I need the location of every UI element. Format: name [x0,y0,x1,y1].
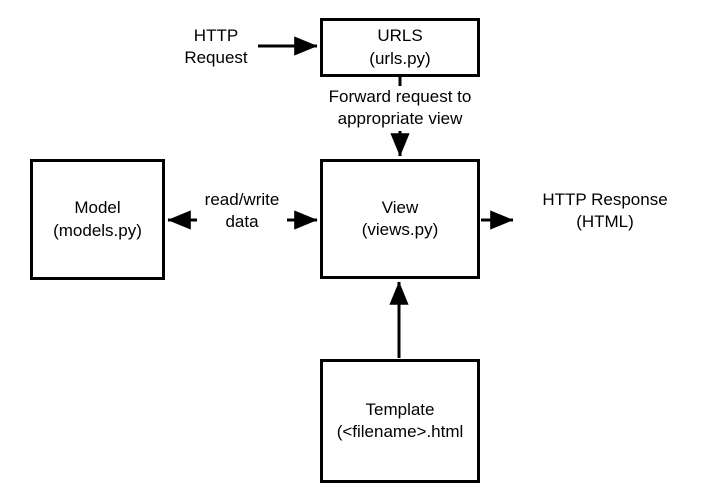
label-http-response-line1: HTTP Response [542,190,668,209]
node-model-subtitle: (models.py) [53,220,142,240]
node-view-subtitle: (views.py) [361,220,439,239]
label-http-response: HTTP Response (HTML) [520,189,690,234]
label-read-write-data-line2: data [225,212,259,232]
label-forward-request-line1: Forward request to [328,87,472,106]
node-view-title: View [381,197,419,217]
node-urls[interactable]: URLS (urls.py) [320,18,480,77]
node-urls-subtitle: (urls.py) [369,48,431,68]
node-model-title: Model [74,198,121,218]
node-template-title: Template [365,399,435,419]
node-template-subtitle: (<filename>.html [336,422,464,441]
label-forward-request-line2: appropriate view [337,109,463,129]
label-http-request-line2: Request [184,48,248,68]
label-forward-request: Forward request to appropriate view [312,86,488,131]
label-http-response-line2: (HTML) [576,212,634,232]
label-http-request: HTTP Request [152,25,280,70]
label-http-request-line1: HTTP [193,26,239,45]
node-view[interactable]: View (views.py) [320,159,480,279]
node-model[interactable]: Model (models.py) [30,159,165,280]
node-template[interactable]: Template (<filename>.html [320,359,480,483]
node-urls-title: URLS [377,26,423,46]
label-read-write-data-line1: read/write [204,190,280,209]
label-read-write-data: read/write data [197,189,287,234]
